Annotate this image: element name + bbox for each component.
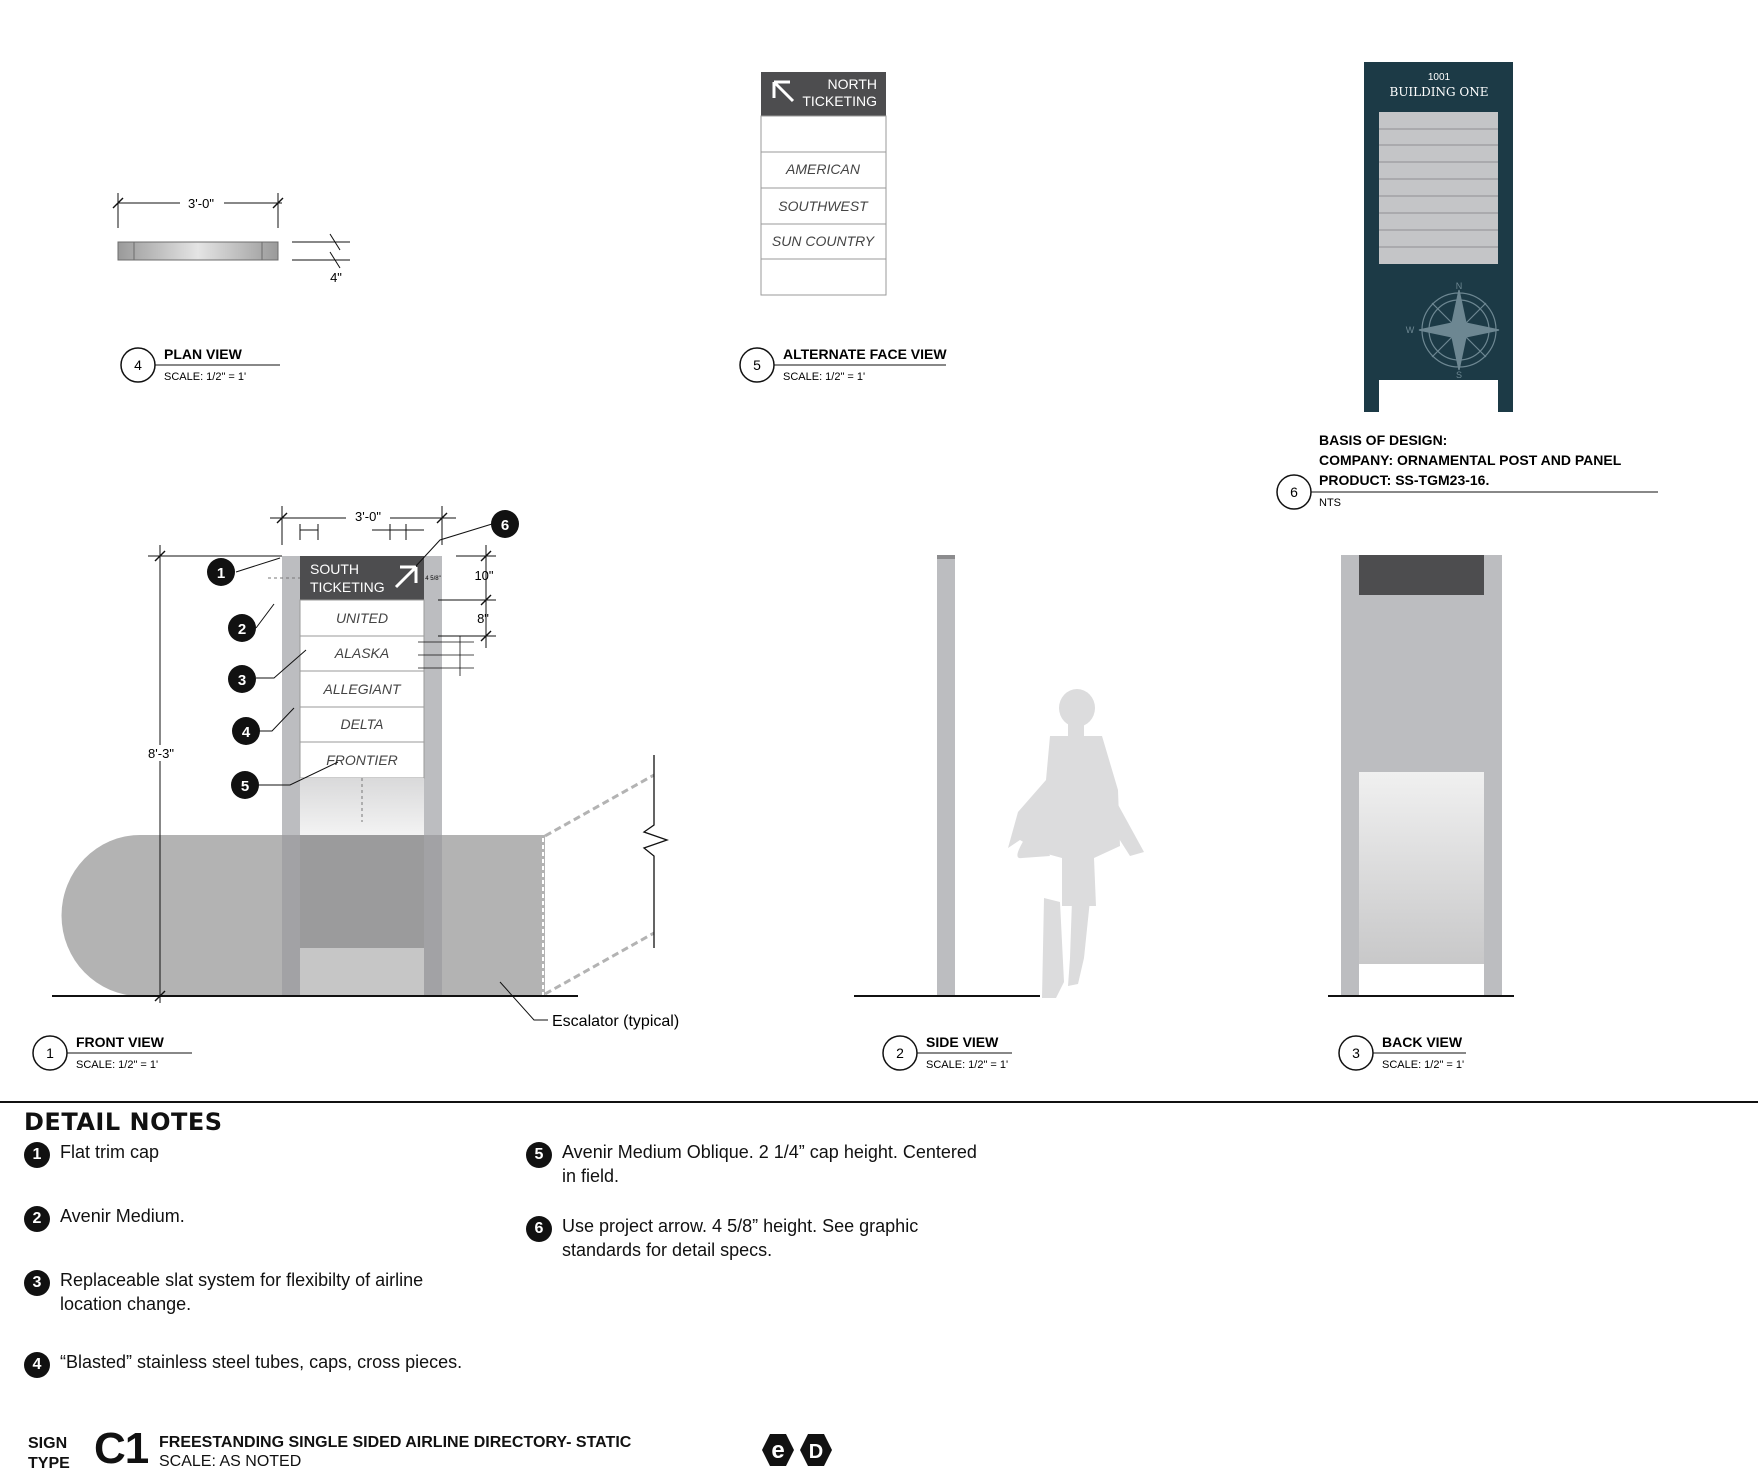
arrow-up-right-icon	[394, 565, 418, 589]
escalator-label: Escalator (typical)	[552, 1013, 679, 1030]
plan-view-scale: SCALE: 1/2" = 1'	[164, 371, 246, 383]
sign-name: BUILDING ONE	[1390, 85, 1489, 99]
note-1-text: Flat trim cap	[60, 1142, 160, 1162]
front-row-frontier: FRONTIER	[326, 752, 398, 768]
logo-letter-e: e	[771, 1437, 784, 1464]
note-5-number: 5	[526, 1142, 552, 1168]
note-1-number: 1	[24, 1142, 50, 1168]
footer-sign-code: C1	[94, 1424, 149, 1473]
note-2-number: 2	[24, 1206, 50, 1232]
side-view: 2 SIDE VIEW SCALE: 1/2" = 1'	[854, 555, 1144, 1071]
svg-text:S: S	[1456, 370, 1462, 380]
note-6: 6 Use project arrow. 4 5/8” height. See …	[526, 1214, 992, 1262]
footer-sign-type: SIGN TYPE	[28, 1434, 70, 1474]
footer-sign-line2: TYPE	[28, 1455, 70, 1472]
callout-5: 5	[241, 778, 249, 795]
front-view-scale: SCALE: 1/2" = 1'	[76, 1059, 158, 1071]
front-row-delta: DELTA	[340, 716, 383, 732]
front-view: SOUTH TICKETING UNITED ALASKA ALLEGIANT …	[32, 506, 679, 1071]
back-view-title: BACK VIEW	[1382, 1034, 1463, 1050]
alt-row-sun-country: SUN COUNTRY	[772, 233, 876, 249]
logo-letter-d: D	[809, 1441, 823, 1463]
plan-width-dim: 3'-0"	[188, 196, 214, 211]
back-view: 3 BACK VIEW SCALE: 1/2" = 1'	[1328, 555, 1514, 1071]
footer-scale: SCALE: AS NOTED	[159, 1453, 302, 1470]
note-6-text: Use project arrow. 4 5/8” height. See gr…	[562, 1216, 919, 1260]
plan-view-number: 4	[134, 357, 142, 373]
compass-rose-icon	[1418, 289, 1500, 371]
front-header-line2: TICKETING	[310, 579, 385, 595]
note-3-text: Replaceable slat system for flexibilty o…	[60, 1270, 424, 1314]
alternate-face-view: NORTH TICKETING AMERICAN SOUTHWEST SUN C…	[739, 72, 947, 383]
note-2: 2 Avenir Medium.	[24, 1204, 460, 1232]
note-5: 5 Avenir Medium Oblique. 2 1/4” cap heig…	[526, 1140, 992, 1188]
front-arrow-dim: 4 5/8"	[425, 576, 440, 582]
alt-row-southwest: SOUTHWEST	[778, 198, 869, 214]
front-header-dim: 10"	[474, 568, 493, 583]
plan-depth-dim: 4"	[330, 270, 342, 285]
basis-of-design-sign: 1001 BUILDING ONE N W S BASIS OF DESIGN:…	[1276, 62, 1658, 510]
plan-panel	[117, 241, 279, 261]
footer-title: FREESTANDING SINGLE SIDED AIRLINE DIRECT…	[159, 1434, 632, 1451]
detail-notes-title: DETAIL NOTES	[24, 1108, 223, 1136]
front-row-allegiant: ALLEGIANT	[322, 681, 401, 697]
alt-view-title: ALTERNATE FACE VIEW	[783, 346, 947, 362]
front-row-united: UNITED	[336, 610, 388, 626]
note-6-number: 6	[526, 1216, 552, 1242]
front-width-dim: 3'-0"	[355, 509, 381, 524]
alt-header-line2: TICKETING	[802, 93, 877, 109]
alt-view-scale: SCALE: 1/2" = 1'	[783, 371, 865, 383]
note-1: 1 Flat trim cap	[24, 1140, 460, 1168]
note-4-number: 4	[24, 1352, 50, 1378]
svg-text:N: N	[1456, 281, 1463, 291]
note-2-text: Avenir Medium.	[60, 1206, 185, 1226]
basis-number: 6	[1290, 484, 1298, 500]
plan-view-title: PLAN VIEW	[164, 346, 243, 362]
front-view-title: FRONT VIEW	[76, 1034, 165, 1050]
ed-logo: e D	[762, 1434, 832, 1466]
callout-2: 2	[238, 621, 246, 638]
front-slat-dim: 8"	[477, 611, 489, 626]
callout-3: 3	[238, 672, 246, 689]
basis-scale: NTS	[1319, 497, 1341, 509]
alt-header-line1: NORTH	[827, 76, 877, 92]
callout-4: 4	[242, 724, 251, 741]
plan-view: 3'-0" 4" 4 PLAN VIEW SCALE: 1/2" = 1'	[112, 193, 350, 383]
back-view-scale: SCALE: 1/2" = 1'	[1382, 1059, 1464, 1071]
basis-line3: PRODUCT: SS-TGM23-16.	[1319, 472, 1489, 488]
front-height-dim: 8'-3"	[148, 746, 174, 761]
front-header-line1: SOUTH	[310, 561, 359, 577]
side-view-scale: SCALE: 1/2" = 1'	[926, 1059, 1008, 1071]
basis-line2: COMPANY: ORNAMENTAL POST AND PANEL	[1319, 452, 1622, 468]
sign-number: 1001	[1428, 72, 1451, 83]
side-view-number: 2	[896, 1045, 904, 1061]
basis-line1: BASIS OF DESIGN:	[1319, 432, 1447, 448]
note-5-text: Avenir Medium Oblique. 2 1/4” cap height…	[562, 1142, 977, 1186]
note-4-text: “Blasted” stainless steel tubes, caps, c…	[60, 1352, 463, 1372]
callout-6: 6	[501, 517, 509, 534]
note-3-number: 3	[24, 1270, 50, 1296]
front-view-number: 1	[46, 1045, 54, 1061]
alt-row-american: AMERICAN	[785, 161, 861, 177]
note-4: 4 “Blasted” stainless steel tubes, caps,…	[24, 1350, 540, 1378]
note-3: 3 Replaceable slat system for flexibilty…	[24, 1268, 460, 1316]
alt-view-number: 5	[753, 357, 761, 373]
svg-text:W: W	[1406, 325, 1415, 335]
front-row-alaska: ALASKA	[334, 645, 389, 661]
back-view-number: 3	[1352, 1045, 1360, 1061]
arrow-up-left-icon	[772, 80, 795, 103]
footer-sign-line1: SIGN	[28, 1435, 68, 1452]
side-view-title: SIDE VIEW	[926, 1034, 999, 1050]
person-silhouette	[1008, 689, 1144, 998]
callout-1: 1	[217, 565, 225, 582]
